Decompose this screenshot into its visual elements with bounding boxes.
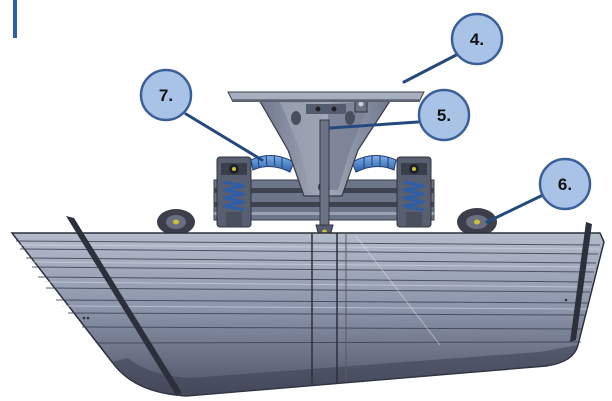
callout-4-label: 4. [470, 30, 484, 49]
callout-5-label: 5. [437, 106, 451, 125]
left-wheel [157, 209, 195, 235]
leader-line-5 [328, 120, 420, 130]
accent-bar [13, 0, 17, 38]
top-plate [227, 91, 425, 102]
callout-5: 5. [417, 88, 471, 142]
leader-line-4 [402, 50, 464, 84]
callout-7: 7. [139, 68, 193, 122]
callout-4: 4. [450, 12, 504, 66]
left-damper [216, 156, 252, 228]
leader-line-6 [485, 193, 545, 224]
torsion-spring-right [351, 155, 397, 173]
hull [10, 216, 605, 397]
callout-7-label: 7. [159, 86, 173, 105]
callout-6: 6. [538, 157, 592, 211]
right-wheel [457, 208, 497, 236]
leader-line-7 [184, 112, 264, 162]
callout-6-label: 6. [558, 175, 572, 194]
right-damper [396, 156, 432, 228]
